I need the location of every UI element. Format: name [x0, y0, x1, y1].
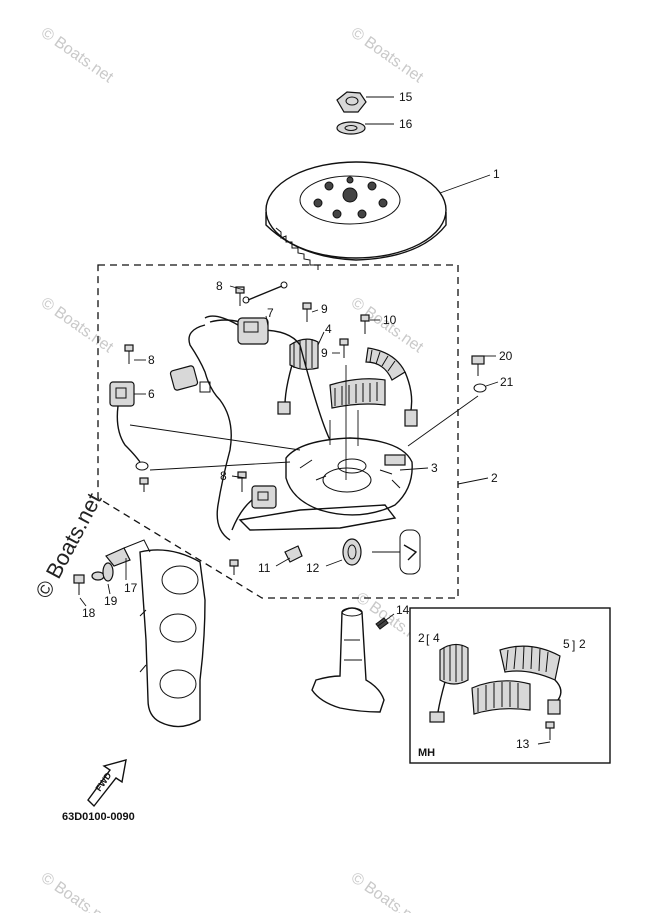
- callout-3: 3: [431, 461, 438, 475]
- mh-label: MH: [418, 747, 435, 759]
- inset-right-ref: 2: [579, 637, 586, 651]
- watermark-top-right: © Boats.net: [348, 24, 427, 86]
- bearing-part-12: [342, 538, 362, 566]
- callout-13: 13: [516, 737, 530, 751]
- watermark-top-left: © Boats.net: [38, 24, 117, 86]
- crankcase-block: [139, 549, 206, 728]
- bracket-part-17: [105, 539, 151, 567]
- flywheel-part-1: [265, 161, 447, 270]
- inset-right-num: 5: [563, 637, 570, 651]
- watermark-bottom-left: © Boats.net: [38, 869, 117, 913]
- callout-1: 1: [493, 167, 500, 181]
- callout-18: 18: [82, 606, 96, 620]
- ignition-coil-part-7: [204, 315, 269, 345]
- mh-charge-coil-bottom: [471, 680, 531, 715]
- callout-2: 2: [491, 471, 498, 485]
- connector: [169, 365, 211, 393]
- callout-9-mid: 9: [321, 346, 328, 360]
- callout-17: 17: [124, 581, 138, 595]
- base-plate-part-3: [238, 437, 413, 531]
- inset-right-bracket: ]: [572, 638, 575, 652]
- callout-20: 20: [499, 349, 513, 363]
- callout-19: 19: [104, 594, 118, 608]
- callout-8-lower: 8: [220, 469, 227, 483]
- watermarks: © Boats.net © Boats.net © Boats.net © Bo…: [30, 24, 431, 913]
- assembly-leaders: [129, 365, 479, 480]
- callout-leaders: [79, 96, 551, 745]
- inset-left-num: 2: [418, 631, 425, 645]
- callout-16: 16: [399, 117, 413, 131]
- callout-labels: 15 16 1 2 3 4 7 8 8 9 9 10 6 8 11 12 20 …: [62, 90, 586, 823]
- nut-part-15: [336, 91, 367, 113]
- crankshaft-part-14: [311, 607, 389, 713]
- watermark-mid-left: © Boats.net: [38, 294, 117, 356]
- mh-inset: [409, 607, 611, 764]
- callout-11: 11: [258, 561, 271, 575]
- washer-part-19: [102, 562, 114, 582]
- screws: [73, 286, 487, 595]
- callout-4: 4: [325, 322, 332, 336]
- diagram-code: 63D0100-0090: [62, 811, 135, 823]
- fwd-arrow: FWD: [87, 759, 127, 808]
- callout-12: 12: [306, 561, 320, 575]
- callout-10: 10: [383, 313, 397, 327]
- callout-14: 14: [396, 603, 410, 617]
- callout-15: 15: [399, 90, 413, 104]
- watermark-bottom-right: © Boats.net: [348, 869, 427, 913]
- inset-left-bracket: [: [426, 632, 430, 646]
- detail-capsule: [372, 529, 421, 575]
- stator-assembly-boundary: [97, 264, 459, 599]
- wire-harness: [188, 281, 331, 541]
- watermark-side-logo: © Boats.net: [30, 489, 106, 603]
- callout-8-top: 8: [216, 279, 223, 293]
- inset-left-ref: 4: [433, 631, 440, 645]
- lower-sensor: [231, 485, 277, 531]
- sensor-part-6: [109, 381, 149, 471]
- callout-9-top: 9: [321, 302, 328, 316]
- callout-21: 21: [500, 375, 514, 389]
- washer-part-16: [336, 121, 366, 135]
- fwd-label: FWD: [93, 770, 113, 793]
- callout-8-left: 8: [148, 353, 155, 367]
- callout-6: 6: [148, 387, 155, 401]
- callout-7: 7: [267, 306, 274, 320]
- pulser-coil-part-4: [277, 338, 319, 415]
- charge-coil-part-5: [329, 347, 418, 427]
